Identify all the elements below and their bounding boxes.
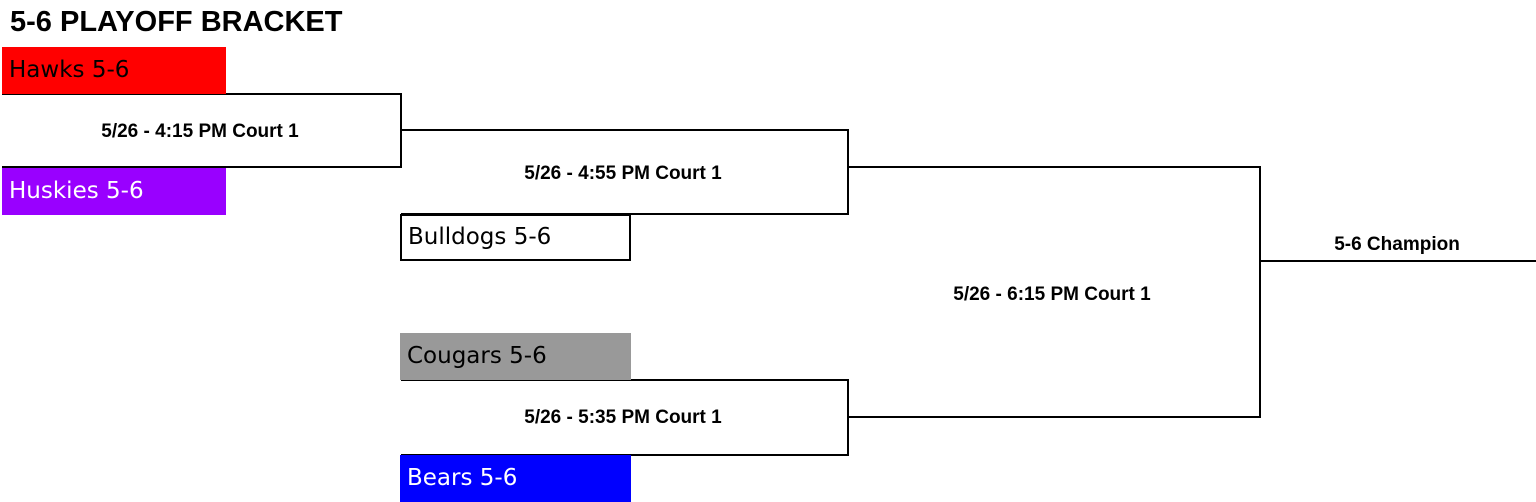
final-connector [848, 166, 1261, 418]
team-bears: Bears 5-6 [400, 455, 631, 502]
team-bulldogs-label: Bulldogs 5-6 [408, 224, 552, 250]
game2-label: 5/26 - 4:55 PM Court 1 [524, 163, 722, 184]
final-game-label: 5/26 - 6:15 PM Court 1 [953, 284, 1151, 305]
champion-label: 5-6 Champion [1334, 234, 1460, 255]
bracket-title: 5-6 PLAYOFF BRACKET [10, 6, 343, 38]
team-hawks-label: Hawks 5-6 [9, 57, 130, 83]
team-bulldogs: Bulldogs 5-6 [400, 214, 631, 261]
team-huskies: Huskies 5-6 [2, 168, 226, 215]
team-bears-label: Bears 5-6 [407, 465, 518, 491]
team-cougars: Cougars 5-6 [400, 333, 631, 380]
game1-label: 5/26 - 4:15 PM Court 1 [101, 121, 299, 142]
game3-label: 5/26 - 5:35 PM Court 1 [524, 407, 722, 428]
team-hawks: Hawks 5-6 [2, 47, 226, 94]
team-cougars-label: Cougars 5-6 [407, 343, 547, 369]
team-huskies-label: Huskies 5-6 [9, 178, 144, 204]
